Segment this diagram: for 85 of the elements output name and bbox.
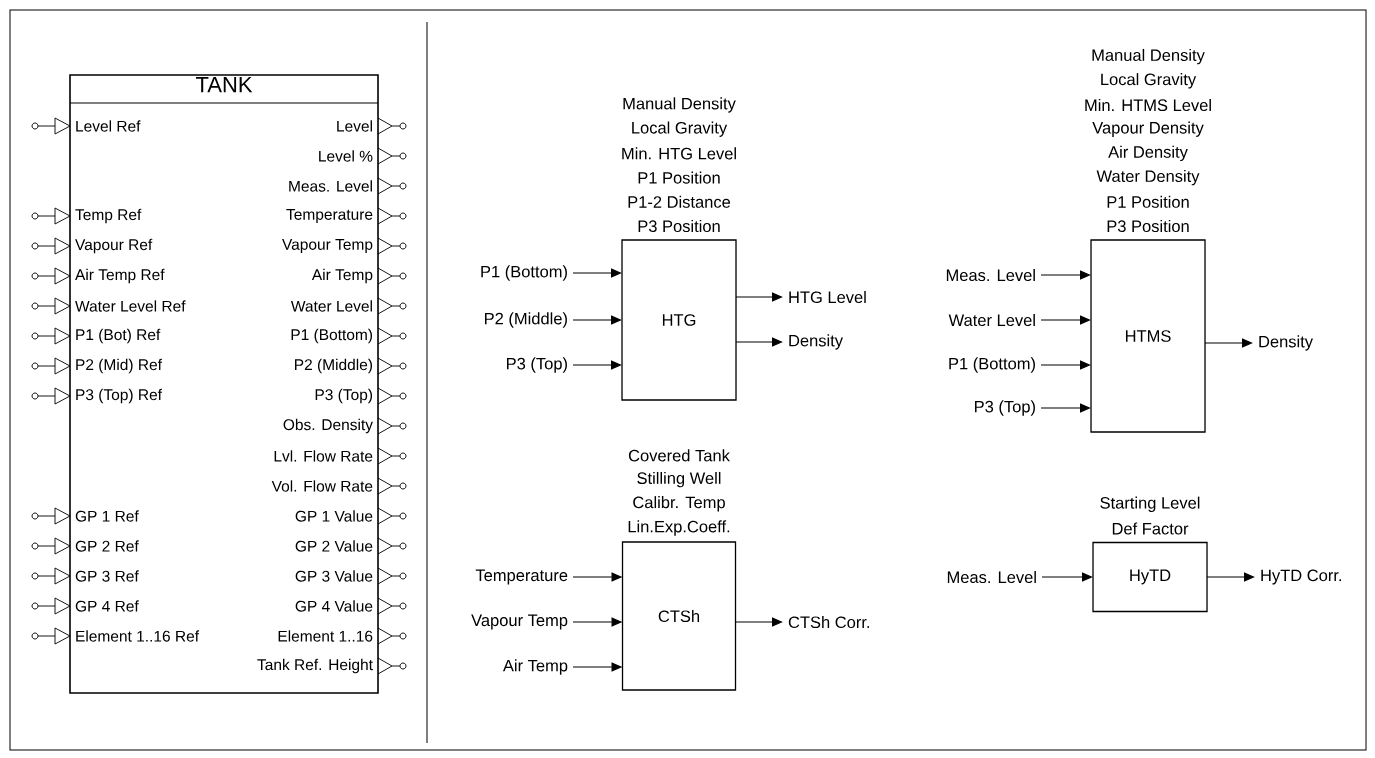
- port-label: Meas. Level: [289, 180, 372, 192]
- parameter-label: Stilling Well: [637, 471, 721, 488]
- port-label: GP 4 Ref: [75, 600, 139, 612]
- parameter-label: P3 Position: [1107, 219, 1189, 233]
- port-label: Lvl. Flow Rate: [274, 450, 373, 462]
- signal-label: HTG Level: [789, 290, 866, 304]
- port-label: Level %: [319, 150, 373, 162]
- port-label: GP 2 Ref: [75, 540, 139, 552]
- parameter-label: Air Density: [1108, 145, 1188, 162]
- signal-label: Density: [1259, 335, 1313, 351]
- port-label: GP 1 Value: [295, 510, 373, 522]
- arrow: [1040, 360, 1091, 370]
- signal-label: CTSh Corr.: [788, 615, 869, 629]
- port-label: GP 3 Ref: [75, 570, 139, 582]
- parameter-label: Local Gravity: [1101, 73, 1197, 89]
- signal-label: P3 (Top): [975, 400, 1035, 416]
- port-label: P1 (Bottom): [291, 328, 373, 344]
- port-label: GP 2 Value: [295, 540, 373, 552]
- signal-label: Density: [789, 334, 843, 350]
- port-label: P2 (Mid) Ref: [76, 358, 162, 374]
- arrow: [572, 268, 622, 278]
- port-label: Level Ref: [76, 120, 141, 132]
- signal-label: Temperature: [475, 569, 568, 585]
- arrow: [572, 315, 622, 325]
- parameter-label: Def Factor: [1112, 522, 1189, 535]
- parameter-label: P1-2 Distance: [628, 195, 731, 208]
- port-label: P3 (Top) Ref: [76, 388, 162, 404]
- port-label: Air Temp Ref: [75, 268, 165, 284]
- parameter-label: Manual Density: [1092, 48, 1205, 65]
- parameter-label: Starting Level: [1100, 496, 1200, 512]
- signal-label: Meas. Level: [947, 570, 1036, 584]
- signal-label: HyTD Corr.: [1261, 569, 1341, 585]
- port-label: Vapour Temp: [282, 239, 373, 253]
- port-label: GP 4 Value: [295, 600, 373, 612]
- parameter-label: Min. HTMS Level: [1085, 98, 1211, 112]
- parameter-label: Water Density: [1096, 169, 1200, 186]
- function-block: CTSh: [621, 541, 737, 691]
- signal-label: P2 (Middle): [485, 312, 567, 328]
- arrow: [734, 617, 783, 627]
- port-label: Water Level Ref: [75, 300, 186, 312]
- arrow: [735, 292, 783, 302]
- port-label: Element 1..16: [278, 630, 373, 642]
- parameter-label: Calibr. Temp: [633, 496, 725, 512]
- parameter-label: P1 Position: [638, 171, 720, 184]
- signal-label: Air Temp: [502, 659, 568, 675]
- port-label: Vapour Ref: [75, 238, 153, 254]
- arrow: [1206, 572, 1255, 582]
- arrow: [1040, 315, 1091, 325]
- signal-label: P3 (Top): [507, 357, 567, 373]
- arrow: [1040, 403, 1091, 413]
- function-block: HyTD: [1092, 541, 1208, 613]
- port-label: Level: [337, 120, 372, 132]
- signal-label: P1 (Bottom): [481, 265, 567, 281]
- port-label: P2 (Middle): [295, 358, 372, 374]
- port-label: Vol. Flow Rate: [271, 480, 373, 492]
- port-label: Temp Ref: [75, 208, 142, 224]
- port-label: GP 3 Value: [295, 570, 373, 582]
- parameter-label: Vapour Density: [1092, 121, 1204, 137]
- signal-label: Meas. Level: [946, 268, 1035, 282]
- parameter-label: P3 Position: [638, 219, 720, 233]
- arrow: [735, 337, 783, 347]
- signal-label: P1 (Bottom): [949, 357, 1035, 373]
- signal-label: Vapour Temp: [471, 614, 568, 630]
- parameter-label: Min. HTG Level: [622, 147, 736, 160]
- port-label: P1 (Bot) Ref: [76, 328, 161, 344]
- port-label: Element 1..16 Ref: [76, 630, 200, 642]
- port-label: Water Level: [290, 300, 372, 312]
- parameter-label: Local Gravity: [632, 121, 728, 137]
- port-label: P3 (Top): [315, 388, 373, 404]
- port-label: Temperature: [286, 209, 373, 223]
- parameter-label: Lin.Exp.Coeff.: [628, 520, 730, 536]
- arrow: [1204, 338, 1253, 348]
- port-label: Air Temp: [311, 268, 373, 284]
- arrow: [572, 360, 622, 370]
- parameter-label: P1 Position: [1107, 195, 1189, 208]
- port-label: GP 1 Ref: [75, 510, 139, 522]
- arrow: [1040, 270, 1091, 280]
- arrow: [1041, 572, 1093, 582]
- signal-label: Water Level: [948, 313, 1035, 327]
- parameter-label: Manual Density: [623, 97, 736, 113]
- port-label: Tank Ref. Height: [257, 658, 373, 674]
- port-label: Obs. Density: [283, 418, 373, 434]
- parameter-label: Covered Tank: [628, 449, 730, 462]
- function-block: HTG: [621, 239, 737, 401]
- function-block: HTMS: [1090, 239, 1206, 433]
